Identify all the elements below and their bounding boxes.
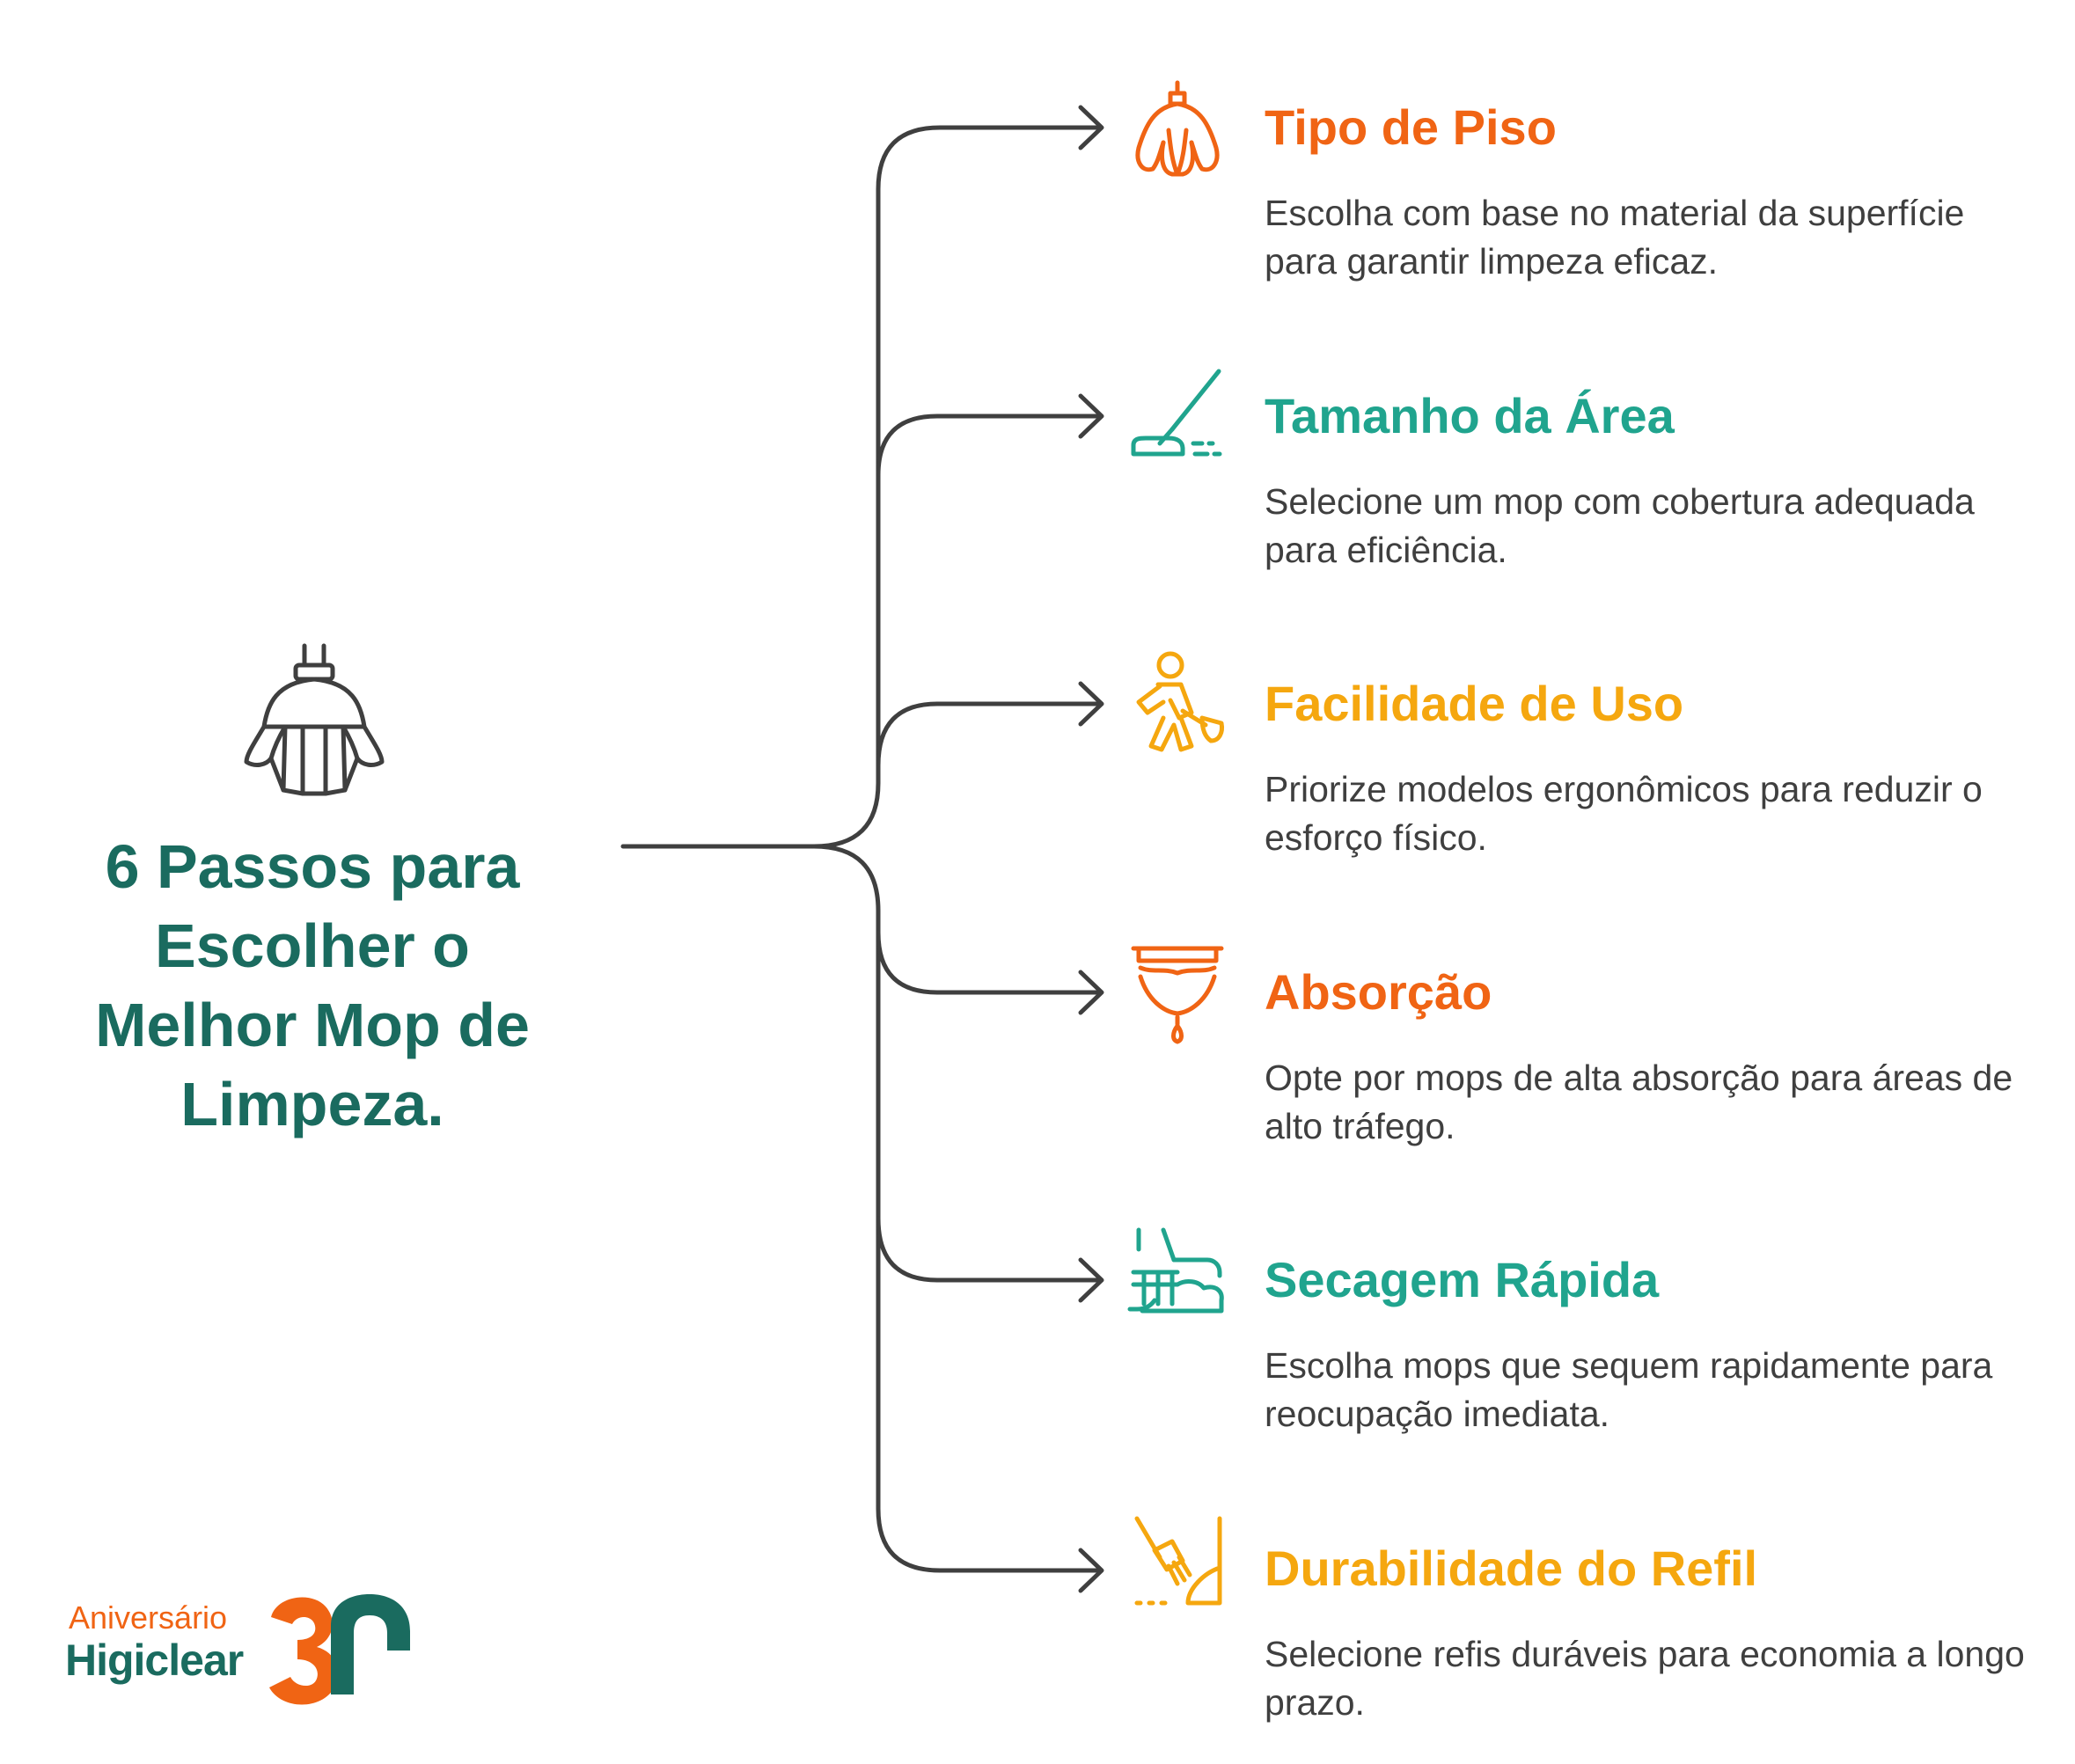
- logo-30-mark: [269, 1594, 410, 1705]
- brand-logo: Aniversário Higiclear: [65, 1591, 417, 1714]
- step-description-absorcao: Opte por mops de alta absorção para área…: [1265, 1058, 2013, 1146]
- step-description-facilidade-de-uso: Priorize modelos ergonômicos para reduzi…: [1265, 769, 1983, 858]
- step-title-durabilidade-do-refil: Durabilidade do Refil: [1265, 1541, 1758, 1596]
- step-title-tamanho-da-area: Tamanho da Área: [1265, 388, 1675, 443]
- connector-tree: [620, 105, 1104, 1593]
- connector-branch-2: [876, 414, 1103, 478]
- arrowhead-3: [1078, 681, 1104, 727]
- person-cleaning-icon: [1136, 651, 1224, 752]
- broom-dustpan-icon: [1134, 1516, 1222, 1606]
- mop-head-icon: [1135, 80, 1220, 177]
- connector-branch-up: [811, 125, 1103, 849]
- arrowhead-6: [1078, 1548, 1104, 1593]
- mop-head-icon: [244, 643, 385, 796]
- floor-mop-icon: [1131, 369, 1222, 457]
- absorption-drop-icon: [1131, 946, 1224, 1044]
- connector-branch-3: [876, 701, 1103, 768]
- page-title: 6 Passos para Escolher o Melhor Mop de L…: [95, 832, 530, 1138]
- step-title-secagem-rapida: Secagem Rápida: [1265, 1252, 1660, 1307]
- step-title-absorcao: Absorção: [1265, 964, 1492, 1020]
- step-description-durabilidade-do-refil: Selecione refis duráveis para economia a…: [1265, 1634, 2025, 1723]
- arrowhead-5: [1078, 1257, 1104, 1303]
- step-description-tamanho-da-area: Selecione um mop com cobertura adequada …: [1265, 481, 1975, 570]
- step-description-secagem-rapida: Escolha mops que sequem rapidamente para…: [1265, 1345, 1993, 1434]
- arrowhead-1: [1078, 105, 1104, 150]
- step-title-tipo-de-piso: Tipo de Piso: [1265, 99, 1557, 155]
- connector-branch-4: [876, 930, 1103, 995]
- connector-branch-down: [811, 844, 1103, 1573]
- logo-anniversary-text: Aniversário: [69, 1599, 228, 1636]
- connector-branch-5: [876, 1216, 1103, 1283]
- step-title-facilidade-de-uso: Facilidade de Uso: [1265, 676, 1684, 731]
- logo-brand-name: Higiclear: [65, 1636, 244, 1685]
- quick-dry-icon: [1127, 1227, 1224, 1314]
- arrowhead-4: [1078, 970, 1104, 1015]
- arrowhead-2: [1078, 393, 1104, 439]
- step-description-tipo-de-piso: Escolha com base no material da superfíc…: [1265, 193, 1965, 282]
